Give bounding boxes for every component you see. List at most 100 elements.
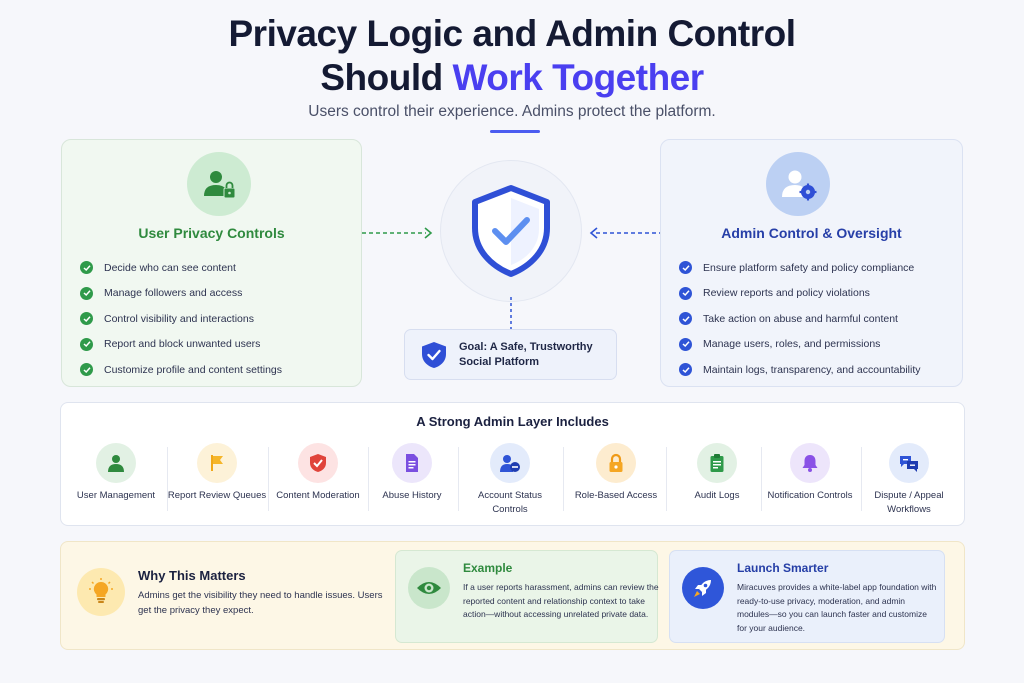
launch-title: Launch Smarter [737,561,829,575]
launch-card: Launch Smarter Miracuves provides a whit… [669,550,945,643]
check-icon [679,363,692,377]
example-text: If a user reports harassment, admins can… [463,582,659,619]
list-item-label: Maintain logs, transparency, and account… [703,363,921,376]
list-item: Report and block unwanted users [80,332,282,358]
layer-item-label: Report Review Queues [167,490,267,501]
shield-check-icon [298,443,338,483]
list-item: Take action on abuse and harmful content [679,306,921,332]
layer-item-label: Role-Based Access [574,490,658,501]
layer-item-report-review: Report Review Queues [167,443,267,503]
lightbulb-icon [77,568,125,616]
lock-icon [596,443,636,483]
list-item: Ensure platform safety and policy compli… [679,255,921,281]
layer-item-abuse-history: Abuse History [362,443,462,503]
title-plain: Should [320,57,453,98]
center-shield [440,160,582,302]
list-item-label: Decide who can see content [104,261,236,274]
arrow-left-icon [589,227,660,239]
check-icon [679,286,692,300]
user-controls-list: Decide who can see content Manage follow… [80,255,282,383]
admin-layer-section: A Strong Admin Layer Includes User Manag… [60,402,965,526]
shield-check-icon [422,341,446,368]
admin-panel-title: Admin Control & Oversight [721,225,902,241]
check-icon [80,363,93,377]
example-card: Example If a user reports harassment, ad… [395,550,659,643]
layer-item-user-management: User Management [66,443,166,503]
layer-item-account-status: Account Status Controls [460,443,560,517]
why-title: Why This Matters [138,568,246,583]
check-icon [679,261,692,275]
title-line-1: Privacy Logic and Admin Control [228,13,796,54]
admin-layer-title: A Strong Admin Layer Includes [416,414,609,429]
list-item: Manage users, roles, and permissions [679,332,921,358]
divider [761,447,762,511]
divider [458,447,459,511]
arrow-right-icon [362,227,433,239]
list-item: Control visibility and interactions [80,306,282,332]
divider [563,447,564,511]
user-icon [96,443,136,483]
layer-item-label: User Management [76,490,156,501]
clipboard-icon [697,443,737,483]
why-text: Admins get the visibility they need to h… [138,590,383,616]
layer-item-dispute-appeal: Dispute / Appeal Workflows [859,443,959,517]
flag-icon [197,443,237,483]
layer-item-audit-logs: Audit Logs [667,443,767,503]
user-gear-icon [766,152,830,216]
list-item: Decide who can see content [80,255,282,281]
title-accent: Work Together [452,57,705,98]
list-item-label: Review reports and policy violations [703,287,870,300]
layer-item-content-moderation: Content Moderation [268,443,368,503]
bottom-info-band: Why This Matters Admins get the visibili… [60,541,965,650]
layer-item-label: Dispute / Appeal Workflows [874,490,944,515]
goal-text: Goal: A Safe, Trustworthy Social Platfor… [459,340,593,368]
divider [368,447,369,511]
admin-control-panel: Admin Control & Oversight Ensure platfor… [660,139,963,387]
shield-check-icon [472,185,550,277]
layer-item-label: Content Moderation [276,490,360,501]
bell-icon [790,443,830,483]
layer-item-label: Account Status Controls [478,490,542,515]
list-item-label: Customize profile and content settings [104,363,283,376]
user-panel-title: User Privacy Controls [138,225,285,241]
list-item: Maintain logs, transparency, and account… [679,357,921,383]
title-underline [490,130,540,133]
admin-controls-list: Ensure platform safety and policy compli… [679,255,921,383]
goal-box: Goal: A Safe, Trustworthy Social Platfor… [404,329,617,380]
document-icon [392,443,432,483]
launch-text: Miracuves provides a white-label app fou… [737,582,937,633]
divider [666,447,667,511]
check-icon [679,337,692,351]
list-item: Review reports and policy violations [679,281,921,307]
check-icon [80,337,93,351]
divider [167,447,168,511]
list-item-label: Manage followers and access [104,287,243,300]
layer-item-label: Notification Controls [767,490,853,501]
example-title: Example [463,561,513,575]
layer-item-notification-controls: Notification Controls [760,443,860,503]
divider [861,447,862,511]
check-icon [80,312,93,326]
list-item-label: Report and block unwanted users [104,338,261,351]
check-icon [80,261,93,275]
list-item: Customize profile and content settings [80,357,282,383]
title-line-2: Should Work Together [0,56,1024,100]
divider [268,447,269,511]
list-item-label: Take action on abuse and harmful content [703,312,898,325]
layer-item-label: Abuse History [382,490,442,501]
rocket-icon [682,567,724,609]
list-item-label: Manage users, roles, and permissions [703,338,881,351]
connector-line [510,297,512,329]
list-item: Manage followers and access [80,281,282,307]
user-minus-icon [490,443,530,483]
check-icon [679,312,692,326]
check-icon [80,286,93,300]
user-lock-icon [187,152,251,216]
page-title: Privacy Logic and Admin Control Should W… [0,12,1024,100]
layer-item-role-based-access: Role-Based Access [566,443,666,503]
user-privacy-panel: User Privacy Controls Decide who can see… [61,139,362,387]
list-item-label: Ensure platform safety and policy compli… [703,261,915,274]
chat-bubbles-icon [889,443,929,483]
layer-item-label: Audit Logs [694,490,740,501]
eye-icon [408,567,450,609]
